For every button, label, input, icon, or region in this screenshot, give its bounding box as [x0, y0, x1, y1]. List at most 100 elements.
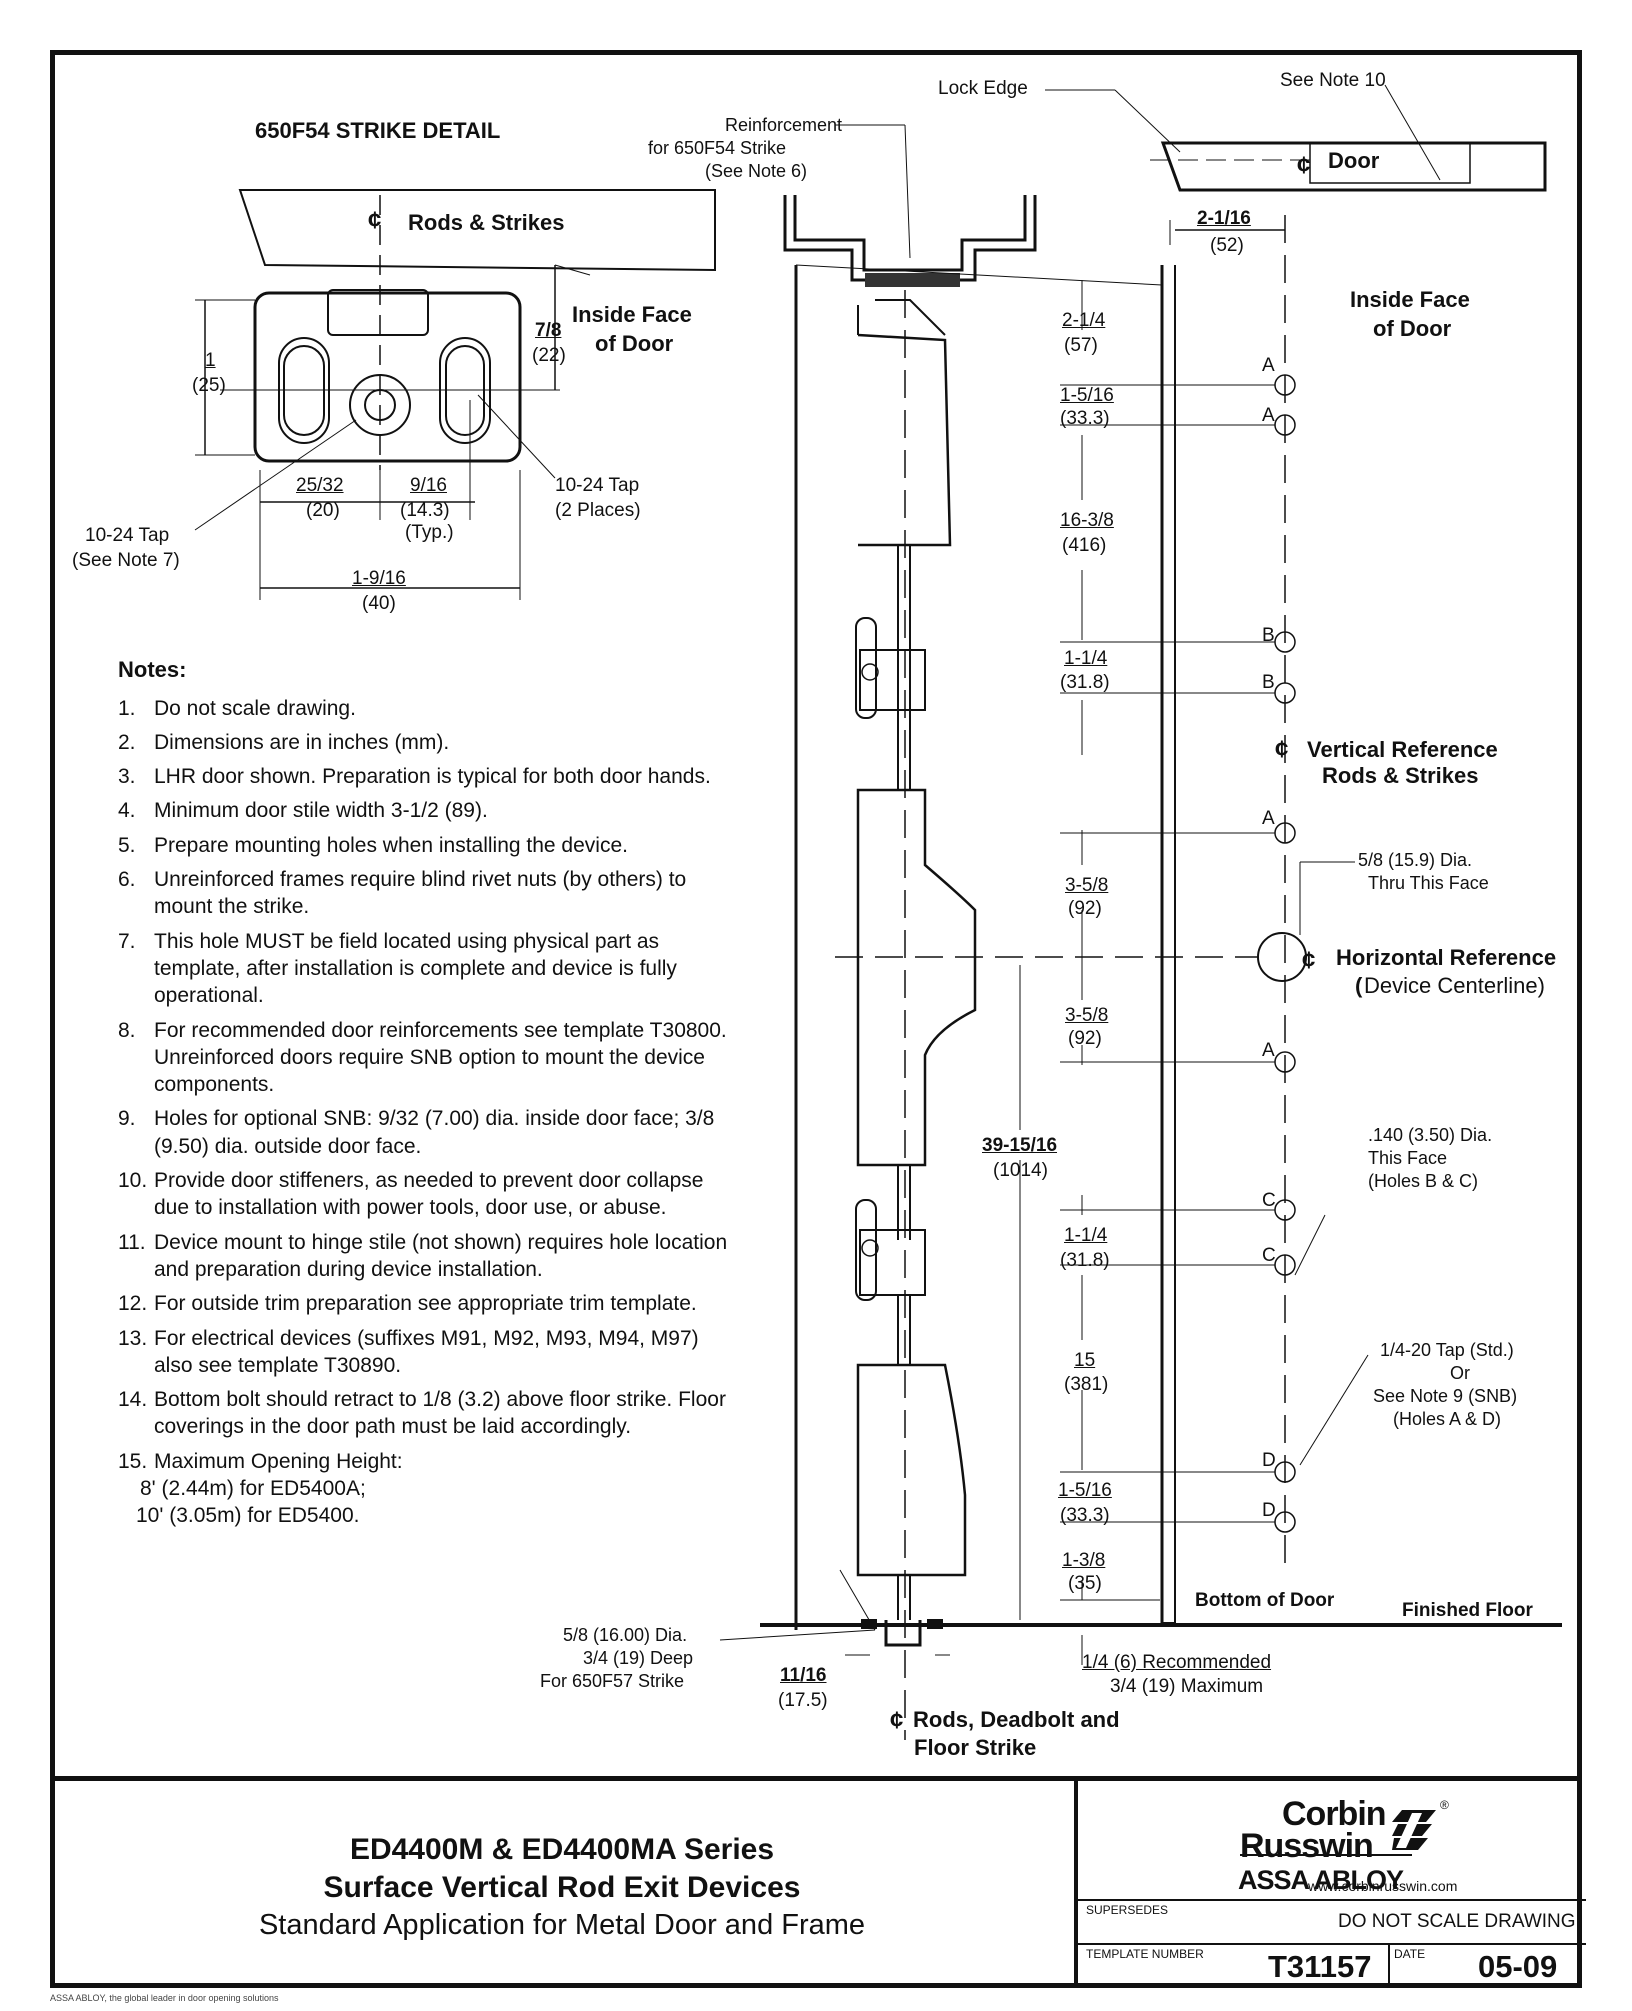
note-item: 15.Maximum Opening Height:: [118, 1448, 738, 1475]
inside-face-label: Inside Face: [572, 302, 692, 327]
dim-1-3-8: 1-3/8: [1062, 1550, 1106, 1571]
note-item: 2.Dimensions are in inches (mm).: [118, 729, 738, 756]
note-text: For electrical devices (suffixes M91, M9…: [154, 1326, 699, 1377]
dim-39-15-16: 39-15/16: [982, 1135, 1058, 1156]
dim-9-16: 9/16: [410, 475, 447, 496]
dim-3-5-8-top: 3-5/8: [1065, 875, 1109, 896]
finished-floor-label: Finished Floor: [1402, 1600, 1533, 1621]
max-height-line-1: 8' (2.44m) for ED5400A;: [140, 1477, 366, 1501]
note-number: 11.: [118, 1230, 146, 1254]
note-text: Minimum door stile width 3-1/2 (89).: [154, 799, 488, 823]
dim-16-3-8: 16-3/8: [1060, 510, 1114, 531]
dim-39-15-16-mm: (1014): [993, 1160, 1048, 1181]
note-number: 1.: [118, 696, 136, 720]
note-number: 7.: [118, 929, 136, 953]
vertical-reference-1: Vertical Reference: [1307, 737, 1498, 762]
note-item: 11.Device mount to hinge stile (not show…: [118, 1229, 738, 1284]
logo-rule: [1240, 1854, 1412, 1856]
door-edge-outline: [238, 189, 716, 272]
dim-11-16: 11/16: [780, 1665, 827, 1686]
logo-mark-icon: [1392, 1810, 1436, 1850]
dim-1-5-16-top-mm: (33.3): [1060, 408, 1110, 429]
svg-text:¢: ¢: [1275, 736, 1288, 763]
drawing-frame: [50, 50, 1582, 1988]
cl-rods-deadbolt-label-2: Floor Strike: [914, 1735, 1037, 1760]
dim-3-5-8-bottom: 3-5/8: [1065, 1005, 1109, 1026]
note-item: 5.Prepare mounting holes when installing…: [118, 832, 738, 859]
note-text: This hole MUST be field located using ph…: [154, 929, 677, 1008]
title-line-1: ED4400M & ED4400MA Series: [349, 1833, 775, 1866]
bottom-of-door-label: Bottom of Door: [1195, 1590, 1335, 1611]
title-block-left: ED4400M & ED4400MA Series Surface Vertic…: [50, 1781, 1074, 1988]
website-link[interactable]: www.corbinrusswin.com: [1308, 1878, 1458, 1894]
dia-140-label-2: This Face: [1368, 1148, 1448, 1168]
horizontal-reference-2a: (: [1355, 973, 1363, 998]
note-item: 7. This hole MUST be field located using …: [118, 928, 738, 1010]
typ-label: (Typ.): [405, 522, 454, 543]
title-block: ED4400M & ED4400MA Series Surface Vertic…: [50, 1776, 1586, 1993]
note-item: 4. Minimum door stile width 3-1/2 (89).: [118, 797, 738, 824]
maximum-label: 3/4 (19) Maximum: [1110, 1676, 1264, 1697]
dim-9-16-mm: (14.3): [400, 500, 450, 521]
note-number: 9.: [118, 1107, 136, 1131]
registered-mark: ®: [1440, 1798, 1449, 1812]
dim-2-1-4-mm: (57): [1064, 335, 1098, 356]
hole-a-3: A: [1262, 808, 1275, 829]
reinforcement-label-1: Reinforcement: [725, 115, 843, 135]
note-number: 14.: [118, 1388, 148, 1412]
note-text: Dimensions are in inches (mm).: [154, 730, 450, 754]
do-not-scale-label: DO NOT SCALE DRAWING: [1338, 1911, 1576, 1932]
lock-edge-label: Lock Edge: [938, 78, 1028, 99]
floor-dia-label-1: 5/8 (16.00) Dia.: [563, 1625, 688, 1645]
strike-latch-block: [327, 289, 429, 336]
notes-heading: Notes:: [118, 657, 187, 682]
note-item: 12.For outside trim preparation see appr…: [118, 1290, 738, 1317]
date-label: DATE: [1394, 1947, 1426, 1961]
horizontal-reference-1: Horizontal Reference: [1336, 945, 1557, 970]
note-item: 3.LHR door shown. Preparation is typical…: [118, 763, 738, 790]
note-number: 13.: [118, 1326, 148, 1350]
tap-left-1: 10-24 Tap: [85, 525, 170, 546]
floor-dia-label-2: 3/4 (19) Deep: [583, 1648, 694, 1668]
dim-1-9-16: 1-9/16: [352, 568, 406, 589]
dim-7-8-mm: (22): [532, 345, 566, 366]
strike-plate: [253, 291, 522, 463]
svg-text:¢: ¢: [368, 207, 381, 234]
hole-d-1: D: [1262, 1450, 1276, 1471]
reinforcement-label-3: (See Note 6): [705, 161, 808, 181]
tap-1-4-20-label-2: Or: [1450, 1363, 1470, 1383]
logo-word-russwin: Russwin: [1240, 1827, 1374, 1866]
note-item: 10.Provide door stiffeners, as needed to…: [118, 1167, 738, 1222]
cl-rods-deadbolt-label-1: Rods, Deadbolt and: [913, 1707, 1120, 1732]
svg-text:¢: ¢: [1302, 947, 1315, 974]
hole-c-1: C: [1262, 1190, 1276, 1211]
dim-1-1-4-bottom-mm: (31.8): [1060, 1250, 1110, 1271]
note-text: Unreinforced frames require blind rivet …: [154, 868, 687, 919]
vertical-reference-2: Rods & Strikes: [1322, 763, 1479, 788]
title-block-right: SUPERSEDES DO NOT SCALE DRAWING TEMPLATE…: [1074, 1781, 1586, 1988]
note-number: 10.: [118, 1169, 148, 1193]
notes-section: Notes: 1.Do not scale drawing. 2.Dimensi…: [118, 656, 738, 1530]
note-number: 15.: [118, 1449, 148, 1473]
template-number: T31157: [1268, 1949, 1372, 1984]
note-number: 4.: [118, 799, 136, 823]
tap-1-4-20-label-3: See Note 9 (SNB): [1373, 1386, 1518, 1406]
svg-text:¢: ¢: [890, 1707, 903, 1734]
dim-3-5-8-top-mm: (92): [1068, 898, 1102, 919]
strike-detail-title: 650F54 STRIKE DETAIL: [255, 118, 501, 143]
note-item: 14.Bottom bolt should retract to 1/8 (3.…: [118, 1386, 738, 1441]
dim-15-mm: (381): [1064, 1374, 1109, 1395]
of-door-label: of Door: [595, 331, 674, 356]
note-text: Prepare mounting holes when installing t…: [154, 833, 628, 857]
cl-door-label: Door: [1328, 148, 1380, 173]
note-item: 8.For recommended door reinforcements se…: [118, 1017, 738, 1099]
svg-text:¢: ¢: [1297, 152, 1310, 179]
divider: [1078, 1943, 1586, 1945]
dim-15: 15: [1074, 1350, 1096, 1371]
floor-dia-label-3: For 650F57 Strike: [540, 1671, 685, 1691]
note-text: LHR door shown. Preparation is typical f…: [154, 765, 711, 789]
template-number-label: TEMPLATE NUMBER: [1086, 1947, 1204, 1961]
footer-text: ASSA ABLOY, the global leader in door op…: [50, 1993, 279, 2003]
supersedes-label: SUPERSEDES: [1086, 1903, 1169, 1917]
